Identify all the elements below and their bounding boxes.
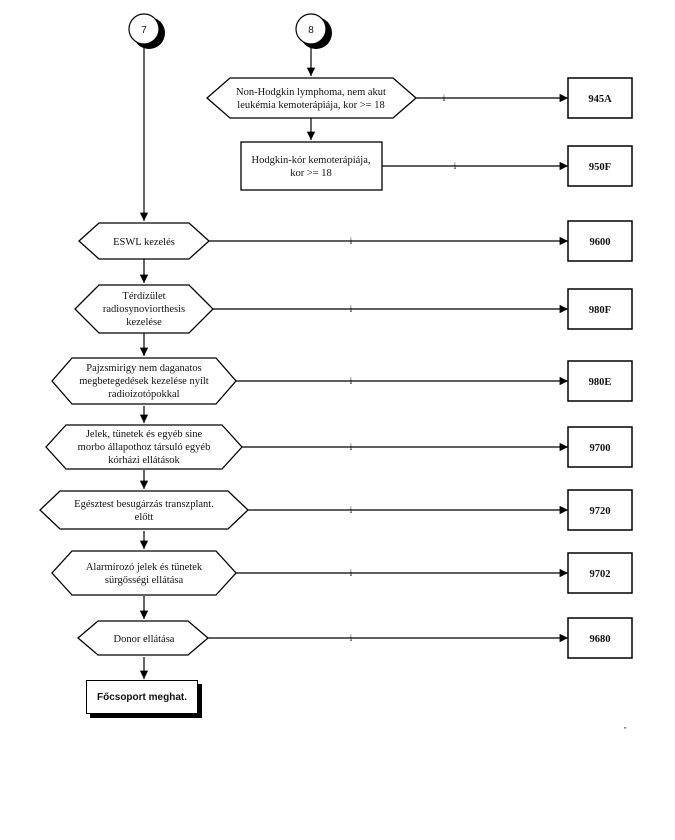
node-egesz-line-1: Egésztest besugárzás transzplant. [74,499,214,510]
node-hodgkin: Hodgkin-kór kemoterápiája, kor >= 18 [240,141,383,191]
code-box-980f: 980F [567,288,633,330]
node-jelek-line-3: kórházi ellátások [108,455,180,466]
svg-text:8: 8 [308,25,314,36]
code-box-950f: 950F [567,145,633,187]
code-box-945a: 945A [567,77,633,119]
node-egesz: Egésztest besugárzás transzplant. előtt [39,490,249,530]
final-box-label: Főcsoport meghat. [96,691,187,703]
branch-label-9600: i [350,236,353,246]
svg-text:9700: 9700 [590,443,611,454]
svg-text:980E: 980E [589,377,612,388]
node-nonhodgkin: Non-Hodgkin lymphoma, nem akut leukémia … [206,77,417,119]
node-donor-line-1: Donor ellátása [114,634,175,645]
node-pajzs: Pajzsmirigy nem daganatos megbetegedések… [51,357,237,405]
final-box: Főcsoport meghat. [86,680,198,714]
node-eswl: ESWL kezelés [78,222,210,260]
svg-text:980F: 980F [589,305,611,316]
node-nonhodgkin-line-1: Non-Hodgkin lymphoma, nem akut [236,87,386,98]
corner-mark: " [624,727,627,734]
svg-text:950F: 950F [589,162,611,173]
branch-label-950f: i [454,161,457,171]
svg-text:9600: 9600 [590,237,611,248]
branch-label-980e: i [350,376,353,386]
node-jelek-line-1: Jelek, tünetek és egyéb sine [86,429,203,440]
node-terd-line-2: radiosynoviorthesis [103,304,185,315]
node-eswl-line-1: ESWL kezelés [113,237,175,248]
node-terd-line-1: Térdízület [122,291,165,302]
node-alarm: Alarmírozó jelek és tünetek sürgősségi e… [51,550,237,596]
node-hodgkin-line-2: kor >= 18 [290,168,332,179]
branch-label-9720: i [350,505,353,515]
branch-lines [208,93,568,643]
code-box-9700: 9700 [567,426,633,468]
branch-label-9702: i [350,568,353,578]
code-box-980e: 980E [567,360,633,402]
node-terd: Térdízület radiosynoviorthesis kezelése [74,284,214,334]
connector-7: 7 [128,13,165,49]
svg-text:9680: 9680 [590,634,611,645]
node-pajzs-line-1: Pajzsmirigy nem daganatos [86,363,201,374]
node-hodgkin-line-1: Hodgkin-kór kemoterápiája, [252,155,371,166]
branch-label-980f: i [350,304,353,314]
branch-labels: i i i i i i i i i [350,93,457,643]
node-alarm-line-1: Alarmírozó jelek és tünetek [86,562,203,573]
code-box-9600: 9600 [567,220,633,262]
branch-label-945a: i [443,93,446,103]
node-donor: Donor ellátása [76,620,210,656]
code-box-9680: 9680 [567,617,633,659]
node-alarm-line-2: sürgősségi ellátása [105,575,184,586]
node-jelek: Jelek, tünetek és egyéb sine morbo állap… [45,424,243,470]
branch-label-9700: i [350,442,353,452]
connector-8: 8 [295,13,332,49]
node-terd-line-3: kezelése [126,317,162,328]
svg-text:9702: 9702 [590,569,611,580]
code-box-9702: 9702 [567,552,633,594]
node-pajzs-line-3: radioizotópokkal [108,389,179,400]
branch-label-9680: i [350,633,353,643]
svg-text:945A: 945A [588,94,612,105]
node-nonhodgkin-line-2: leukémia kemoterápiája, kor >= 18 [237,100,384,111]
node-pajzs-line-2: megbetegedések kezelése nyílt [79,376,209,387]
node-egesz-line-2: előtt [135,512,154,523]
svg-text:9720: 9720 [590,506,611,517]
node-jelek-line-2: morbo állapothoz társuló egyéb [78,442,211,453]
svg-text:7: 7 [141,25,147,36]
flow-lines [139,44,316,679]
code-box-9720: 9720 [567,489,633,531]
